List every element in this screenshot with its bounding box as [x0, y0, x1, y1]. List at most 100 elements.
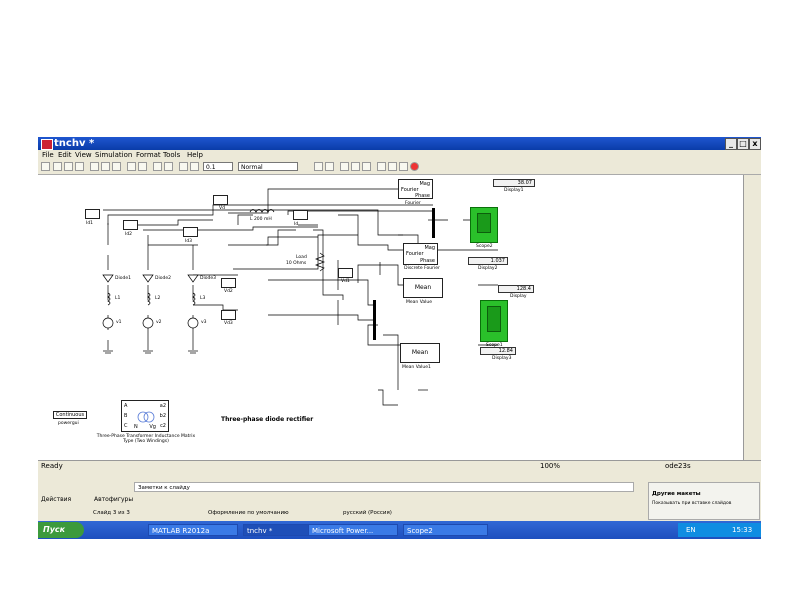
fourier-phase-port: Phase — [415, 193, 430, 199]
model-explorer-icon[interactable] — [351, 162, 360, 171]
mux-bar-top[interactable] — [432, 208, 435, 238]
menu-view[interactable]: View — [75, 151, 92, 159]
display3[interactable]: 12.84 — [480, 347, 516, 355]
scope2[interactable] — [470, 207, 498, 243]
notes-field[interactable]: Заметки к слайду — [134, 482, 634, 492]
fourier-text: Fourier — [401, 187, 419, 193]
l3-label: L3 — [200, 296, 206, 301]
language-indicator[interactable]: EN — [686, 526, 696, 534]
taskbar-powerpoint[interactable]: Microsoft Power... — [308, 524, 398, 536]
start-button[interactable]: Пуск — [38, 522, 84, 538]
display2[interactable]: 1.037 — [468, 257, 508, 265]
maximize-button[interactable]: □ — [737, 138, 749, 150]
cut-icon[interactable] — [90, 162, 99, 171]
ports-icon[interactable] — [388, 162, 397, 171]
close-button[interactable]: x — [749, 138, 761, 150]
navigate-up-icon[interactable] — [153, 162, 162, 171]
scope2-label: Scope2 — [476, 244, 493, 249]
taskbar-scope2[interactable]: Scope2 — [403, 524, 488, 536]
id1-label: Id1 — [86, 221, 94, 226]
draw-menu[interactable]: Действия — [41, 496, 72, 503]
voltage-meter-vd1[interactable] — [338, 268, 353, 278]
layout-panel-title: Другие макеты — [652, 491, 701, 497]
navigate-forward-icon[interactable] — [164, 162, 173, 171]
stop-time-input[interactable]: 0.1 — [203, 162, 233, 171]
simulation-mode-select[interactable]: Normal — [238, 162, 298, 171]
mean-value-block[interactable]: Mean — [403, 278, 443, 298]
grid-icon[interactable] — [399, 162, 408, 171]
menu-edit[interactable]: Edit — [58, 151, 72, 159]
mux-bar-bottom[interactable] — [373, 300, 376, 340]
scope1[interactable] — [480, 300, 508, 342]
print-icon[interactable] — [75, 162, 84, 171]
toggle-icon[interactable] — [377, 162, 386, 171]
diagram-title: Three-phase diode rectifier — [221, 416, 314, 423]
tr-port-a2: a2 — [159, 403, 166, 409]
display3-label: Display3 — [492, 356, 512, 361]
display-label: Display — [510, 294, 527, 299]
autoshapes-menu[interactable]: Автофигуры — [94, 496, 134, 503]
fourier-block[interactable]: Mag Fourier Phase — [398, 179, 433, 199]
layout-panel-checkbox[interactable]: Показывать при вставке слайдов — [652, 501, 732, 506]
paste-icon[interactable] — [112, 162, 121, 171]
current-meter-id1[interactable] — [85, 209, 100, 219]
current-meter-id2[interactable] — [123, 220, 138, 230]
transformer-label: Three-Phase Transformer Inductance Matri… — [96, 434, 196, 444]
dfourier-text: Fourier — [406, 251, 424, 257]
build-icon[interactable] — [314, 162, 323, 171]
taskbar-matlab[interactable]: MATLAB R2012a — [148, 524, 238, 536]
update-icon[interactable] — [325, 162, 334, 171]
open-icon[interactable] — [53, 162, 62, 171]
status-bar: Ready 100% ode23s — [38, 460, 761, 471]
stop-simulation-icon[interactable] — [190, 162, 199, 171]
new-model-icon[interactable] — [41, 162, 50, 171]
transformer-block[interactable]: A B C a2 b2 c2 N Vg — [121, 400, 169, 432]
menu-tools[interactable]: Tools — [163, 151, 181, 159]
vertical-scrollbar[interactable] — [743, 175, 761, 460]
clock: 15:33 — [732, 526, 753, 534]
menu-format[interactable]: Format — [136, 151, 161, 159]
tr-port-n: N — [134, 424, 138, 430]
menu-simulation[interactable]: Simulation — [95, 151, 133, 159]
id2-label: Id2 — [125, 232, 133, 237]
current-meter-id[interactable] — [293, 210, 308, 220]
simulink-app-icon — [41, 139, 53, 150]
language-status: русский (Россия) — [343, 510, 392, 516]
tr-port-c2: c2 — [160, 423, 166, 429]
display1[interactable]: 38.07 — [493, 179, 535, 187]
minimize-button[interactable]: _ — [725, 138, 737, 150]
discrete-fourier-label: Discrete Fourier — [404, 266, 440, 271]
powergui-block[interactable]: Continuous — [53, 411, 87, 419]
window-title: tnchv * — [54, 138, 95, 149]
start-simulation-icon[interactable] — [179, 162, 188, 171]
status-ready: Ready — [41, 462, 63, 470]
undo-icon[interactable] — [127, 162, 136, 171]
voltage-meter-vd3[interactable] — [221, 310, 236, 320]
debug-icon[interactable] — [362, 162, 371, 171]
status-zoom: 100% — [540, 462, 561, 470]
current-meter-id3[interactable] — [183, 227, 198, 237]
l1-label: L1 — [115, 296, 121, 301]
library-browser-icon[interactable] — [340, 162, 349, 171]
mean-value1-block[interactable]: Mean — [400, 343, 440, 363]
record-icon[interactable] — [410, 162, 419, 171]
v1-label: v1 — [116, 320, 122, 325]
dfourier-phase-port: Phase — [420, 258, 435, 264]
discrete-fourier-block[interactable]: Mag Fourier Phase — [403, 243, 438, 265]
system-tray: EN 15:33 — [678, 523, 761, 537]
save-icon[interactable] — [64, 162, 73, 171]
redo-icon[interactable] — [138, 162, 147, 171]
inductor-label: L 200 mH — [250, 217, 272, 222]
voltage-meter-vd2[interactable] — [221, 278, 236, 288]
vd1-label: Vd1 — [341, 279, 350, 284]
voltage-meter-vd[interactable] — [213, 195, 228, 205]
load-value-label: 10 Ohms — [286, 261, 307, 266]
mean-value-label: Mean Value — [406, 300, 433, 305]
model-canvas[interactable]: Id1 Id2 Id3 Vd L 200 mH Id Load 10 Ohms … — [38, 175, 743, 460]
scope1-label: Scope1 — [486, 343, 503, 348]
display[interactable]: 128.4 — [498, 285, 534, 293]
copy-icon[interactable] — [101, 162, 110, 171]
fourier-mag-port: Mag — [419, 181, 430, 187]
menu-file[interactable]: File — [42, 151, 54, 159]
menu-help[interactable]: Help — [187, 151, 203, 159]
